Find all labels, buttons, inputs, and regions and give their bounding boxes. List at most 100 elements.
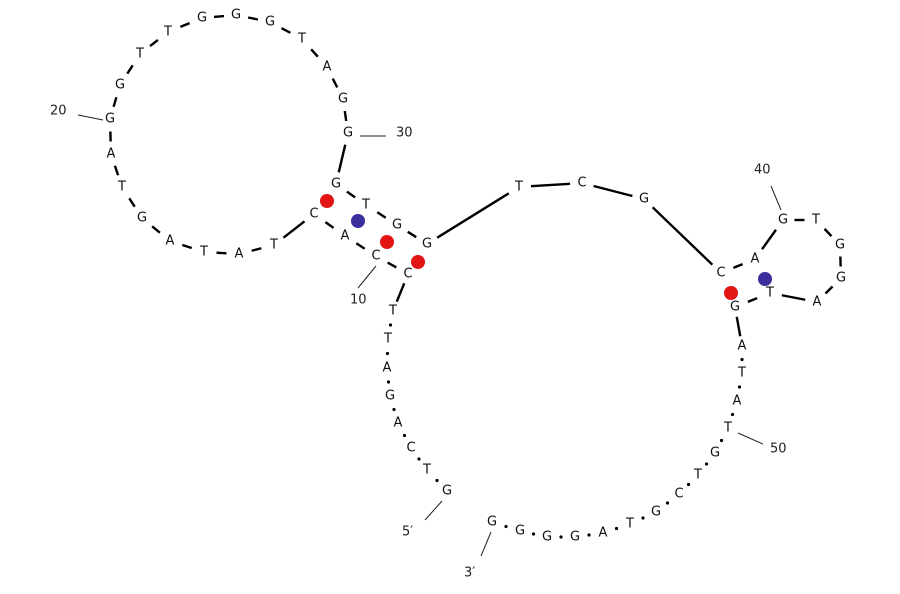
backbone-bond bbox=[732, 262, 744, 270]
nucleotide-2: T bbox=[422, 463, 431, 478]
nucleotide-28: A bbox=[323, 60, 332, 75]
nucleotide-31: G bbox=[331, 177, 341, 192]
nucleotide-39: A bbox=[751, 252, 760, 267]
backbone-bond bbox=[355, 242, 366, 250]
nucleotide-36: C bbox=[577, 176, 586, 191]
nucleotide-41: T bbox=[811, 213, 820, 228]
backbone-bond bbox=[324, 221, 335, 229]
backbone-bond bbox=[113, 165, 120, 176]
nucleotide-24: G bbox=[197, 11, 207, 26]
index-label-5prime: 5′ bbox=[402, 525, 413, 540]
label-tick bbox=[737, 432, 764, 445]
backbone-dot bbox=[386, 380, 391, 384]
nucleotide-29: G bbox=[338, 92, 348, 107]
label-tick bbox=[77, 114, 104, 121]
backbone-dot bbox=[740, 357, 744, 362]
nucleotide-10: C bbox=[371, 249, 380, 264]
backbone-dot bbox=[737, 385, 742, 389]
backbone-bond bbox=[346, 190, 356, 199]
nucleotide-51: G bbox=[710, 446, 720, 461]
backbone-dot bbox=[388, 323, 393, 327]
backbone-bond bbox=[337, 144, 347, 173]
backbone-dot bbox=[402, 433, 407, 438]
nucleotide-35: T bbox=[514, 180, 523, 195]
nucleotide-34: G bbox=[422, 237, 432, 252]
backbone-bond bbox=[216, 251, 227, 255]
backbone-dot bbox=[559, 535, 563, 539]
nucleotide-53: C bbox=[674, 487, 683, 502]
backbone-dot bbox=[385, 351, 390, 356]
nucleotide-9: C bbox=[403, 267, 412, 282]
backbone-dot bbox=[587, 533, 591, 537]
nucleotide-17: G bbox=[137, 211, 147, 226]
backbone-dot bbox=[704, 462, 709, 466]
index-label-50: 50 bbox=[770, 442, 787, 457]
nucleotide-45: T bbox=[765, 286, 774, 301]
nucleotide-1: G bbox=[442, 484, 452, 499]
index-label-ticks bbox=[77, 114, 782, 557]
backbone-dot bbox=[719, 438, 724, 443]
nucleotide-16: A bbox=[166, 234, 175, 249]
backbone-bond bbox=[407, 230, 417, 239]
nucleotide-12: C bbox=[309, 207, 318, 222]
backbone-bond bbox=[149, 38, 159, 48]
backbone-dot bbox=[504, 524, 508, 529]
nucleotide-44: A bbox=[813, 295, 822, 310]
index-label-10: 10 bbox=[350, 293, 367, 308]
backbone-dot bbox=[641, 516, 645, 520]
backbone-bond bbox=[823, 228, 833, 237]
nucleotide-46: G bbox=[730, 300, 740, 315]
at-pair-dot bbox=[351, 214, 365, 228]
nucleotide-43: G bbox=[836, 271, 846, 286]
backbone-links bbox=[109, 14, 842, 539]
nucleotide-27: T bbox=[297, 32, 306, 47]
nucleotide-4: A bbox=[394, 416, 403, 431]
nucleotide-54: G bbox=[651, 505, 661, 520]
nucleotide-6: A bbox=[383, 361, 392, 376]
backbone-bond bbox=[151, 225, 161, 234]
backbone-bond bbox=[247, 16, 259, 21]
nucleotide-26: G bbox=[265, 15, 275, 30]
nucleotide-8: T bbox=[388, 304, 397, 319]
nucleotide-38: C bbox=[716, 266, 725, 281]
nucleotide-55: T bbox=[625, 517, 634, 532]
nucleotide-18: T bbox=[117, 180, 126, 195]
backbone-bond bbox=[343, 110, 348, 122]
backbone-bond bbox=[387, 261, 397, 269]
gc-pair-dot bbox=[724, 286, 738, 300]
nucleotide-3: C bbox=[406, 441, 415, 456]
nucleotide-47: A bbox=[738, 339, 747, 354]
backbone-dot bbox=[686, 482, 691, 487]
label-tick bbox=[770, 185, 782, 211]
nucleotide-19: A bbox=[107, 147, 116, 162]
backbone-bond bbox=[181, 243, 193, 250]
backbone-dot bbox=[435, 478, 439, 483]
nucleotide-37: G bbox=[639, 192, 649, 207]
nucleotide-30: G bbox=[343, 126, 353, 141]
backbone-bond bbox=[781, 294, 806, 301]
index-label-20: 20 bbox=[50, 104, 67, 119]
nucleotide-58: G bbox=[542, 530, 552, 545]
gc-pair-dot bbox=[380, 235, 394, 249]
at-pair-dot bbox=[758, 272, 772, 286]
nucleotide-52: T bbox=[693, 468, 702, 483]
index-label-40: 40 bbox=[754, 163, 771, 178]
nucleotide-60: G bbox=[487, 515, 497, 530]
gc-pair-dot bbox=[320, 194, 334, 208]
backbone-bond bbox=[213, 14, 225, 19]
backbone-bond bbox=[128, 197, 136, 208]
backbone-bond bbox=[179, 21, 191, 29]
backbone-bond bbox=[112, 96, 118, 108]
backbone-bond bbox=[310, 48, 319, 58]
nucleotide-48: T bbox=[737, 366, 746, 381]
nucleotide-5: G bbox=[385, 389, 395, 404]
backbone-bond bbox=[735, 316, 742, 337]
nucleotide-15: T bbox=[199, 245, 208, 260]
backbone-bond bbox=[251, 247, 262, 252]
backbone-bond bbox=[395, 282, 406, 303]
nucleotide-20: G bbox=[105, 112, 115, 127]
nucleotide-49: A bbox=[733, 394, 742, 409]
